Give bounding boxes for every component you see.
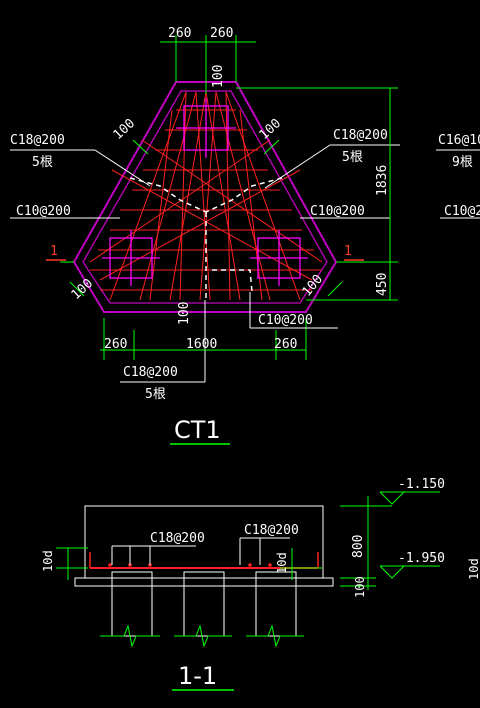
dim-right-height: 1836 <box>375 165 390 196</box>
label-left-mid: C10@200 <box>16 204 71 219</box>
edge-label-b: C10@2 <box>444 204 480 219</box>
dim-bottom-b: 260 <box>274 337 297 352</box>
dim-right-low: 450 <box>375 273 390 296</box>
section-label-left: C18@200 <box>150 531 205 546</box>
dim-left-cover-b: 100 <box>69 276 96 303</box>
section-dim-base: 100 <box>353 576 367 598</box>
label-right-top-count: 5根 <box>342 150 363 165</box>
section-pile-left <box>111 571 153 637</box>
dim-top-b: 260 <box>210 26 233 41</box>
dim-bottom-mid: 1600 <box>186 337 217 352</box>
label-left-top: C18@200 <box>10 133 65 148</box>
section-edge-partial: 10d <box>467 558 480 580</box>
dimension-lines <box>69 35 398 360</box>
section-bedding <box>74 577 334 587</box>
section-dim-left-cover: 10d <box>41 550 55 572</box>
label-right-top: C18@200 <box>333 128 388 143</box>
label-bottom-count: 5根 <box>145 387 166 402</box>
dim-left-cover-a: 100 <box>111 116 138 143</box>
edge-label-a: C16@10 <box>438 133 480 148</box>
section-pile-mid <box>183 571 225 637</box>
section-mark-left: 1 <box>50 244 58 259</box>
label-bottom: C18@200 <box>123 365 178 380</box>
section-dim-height: 800 <box>351 535 366 558</box>
section-title: 1-1 <box>178 662 217 690</box>
section-mark-right: 1 <box>344 244 352 259</box>
piles <box>102 98 308 286</box>
section-1-1: -1.150 -1.950 C18@200 C18@200 10d 10d 80… <box>41 477 480 691</box>
rebar-callouts <box>129 177 283 300</box>
dim-bottom-cover: 100 <box>177 302 192 325</box>
plan-title: CT1 <box>174 416 221 444</box>
leaders <box>10 144 400 383</box>
pile-cap-plan: 260 260 100 100 100 100 100 100 260 1600… <box>10 26 480 445</box>
dim-top-cover: 100 <box>211 65 226 88</box>
section-pile-right <box>255 571 297 637</box>
dim-top-a: 260 <box>168 26 191 41</box>
label-center-low: C10@200 <box>258 313 313 328</box>
section-label-right: C18@200 <box>244 523 299 538</box>
edge-label-a-count: 9根 <box>452 155 473 170</box>
dim-bottom-a: 260 <box>104 337 127 352</box>
section-dim-right-cover: 10d <box>275 552 289 574</box>
level-bottom: -1.950 <box>398 551 445 566</box>
dim-right-cover-a: 100 <box>257 116 284 143</box>
label-right-mid: C10@200 <box>310 204 365 219</box>
dim-right-cover-b: 100 <box>300 272 327 300</box>
cap-outline-inner <box>82 90 328 304</box>
level-top: -1.150 <box>398 477 445 492</box>
label-left-top-count: 5根 <box>32 155 53 170</box>
